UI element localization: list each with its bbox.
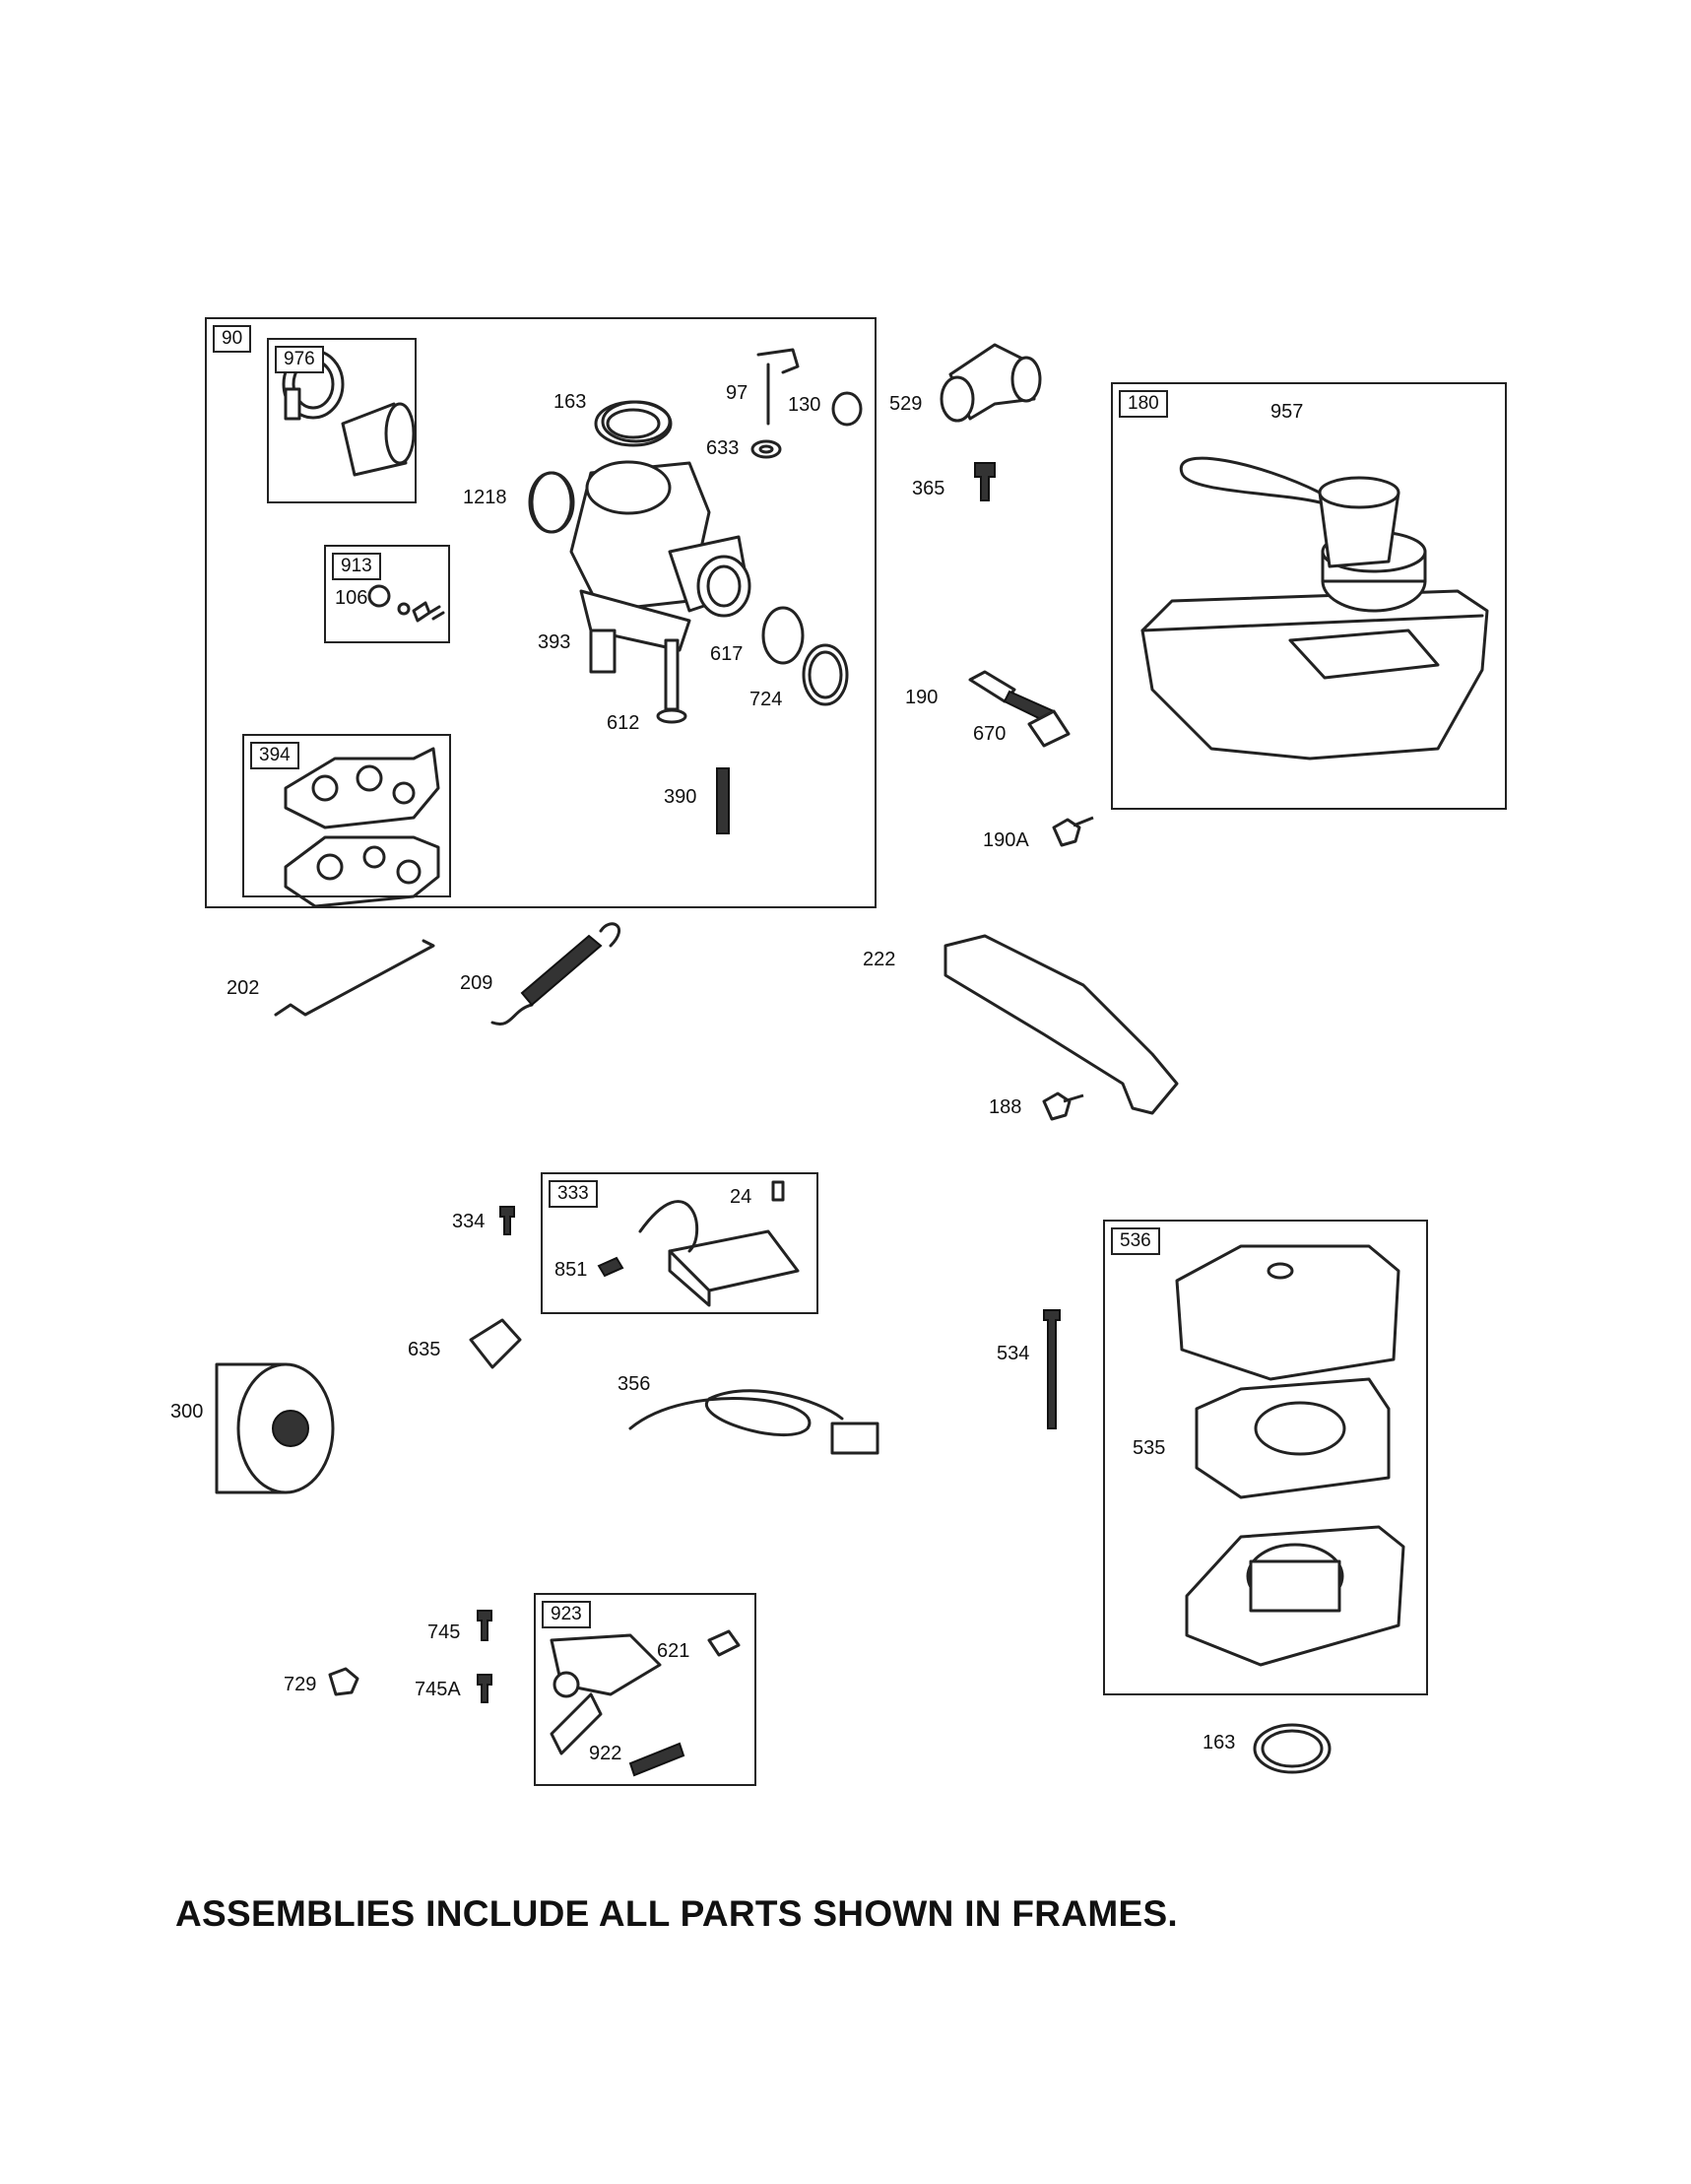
part-334-drawing: [499, 1206, 515, 1235]
frame-180: 180: [1111, 382, 1507, 810]
callout-745A: 745A: [415, 1679, 461, 1700]
callout-300: 300: [170, 1401, 204, 1423]
callout-190A: 190A: [983, 829, 1029, 851]
frame-tag-394: 394: [250, 742, 299, 769]
footer-note: ASSEMBLIES INCLUDE ALL PARTS SHOWN IN FR…: [175, 1893, 1179, 1934]
callout-393: 393: [538, 631, 571, 653]
frame-tag-180: 180: [1119, 390, 1168, 418]
callout-97: 97: [726, 382, 748, 404]
callout-188: 188: [989, 1096, 1022, 1118]
part-729-drawing: [328, 1667, 359, 1696]
part-222-drawing: [943, 934, 1179, 1115]
callout-529: 529: [889, 393, 923, 415]
callout-390: 390: [664, 786, 697, 808]
part-190-670-drawing: [968, 670, 1071, 748]
frame-90: 90: [205, 317, 877, 908]
frame-536: 536: [1103, 1220, 1428, 1695]
callout-163: 163: [553, 391, 587, 413]
part-394-drawing: [284, 747, 440, 908]
frame-tag-976: 976: [275, 346, 324, 373]
part-923-drawing: [550, 1629, 741, 1777]
frame-tag-913: 913: [332, 553, 381, 580]
carburetor-drawing: [528, 400, 849, 834]
part-356-drawing: [628, 1389, 879, 1455]
part-163-lower-drawing: [1253, 1723, 1332, 1774]
callout-130: 130: [788, 394, 821, 416]
callout-209: 209: [460, 972, 493, 994]
part-188-drawing: [1042, 1092, 1084, 1121]
callout-633: 633: [706, 437, 740, 459]
frame-tag-333: 333: [549, 1180, 598, 1208]
callout-534: 534: [997, 1343, 1030, 1364]
part-190A-drawing: [1052, 816, 1094, 847]
callout-1218: 1218: [463, 487, 507, 508]
part-180-drawing: [1140, 456, 1489, 761]
callout-163-lower: 163: [1203, 1732, 1236, 1754]
callout-202: 202: [227, 977, 260, 999]
callout-621: 621: [657, 1640, 690, 1662]
callout-106: 106: [335, 587, 368, 609]
callout-724: 724: [749, 689, 783, 710]
callout-670: 670: [973, 723, 1007, 745]
callout-922: 922: [589, 1743, 622, 1764]
callout-635: 635: [408, 1339, 441, 1360]
part-913-drawing: [367, 584, 445, 623]
callout-535: 535: [1133, 1437, 1166, 1459]
frame-394: 394: [242, 734, 451, 897]
frame-tag-536: 536: [1111, 1227, 1160, 1255]
callout-745: 745: [427, 1621, 461, 1643]
part-97-130-633-drawing: [750, 348, 863, 459]
part-534-drawing: [1043, 1309, 1061, 1429]
part-745A-drawing: [477, 1674, 492, 1703]
part-365-drawing: [974, 462, 996, 501]
callout-222: 222: [863, 949, 896, 970]
callout-729: 729: [284, 1674, 317, 1695]
frame-tag-923: 923: [542, 1601, 591, 1628]
part-536-drawing: [1175, 1244, 1405, 1667]
part-333-drawing: [597, 1180, 800, 1307]
part-529-drawing: [940, 343, 1042, 423]
callout-612: 612: [607, 712, 640, 734]
frame-913: 913: [324, 545, 450, 643]
frame-923: 923: [534, 1593, 756, 1786]
callout-851: 851: [554, 1259, 588, 1281]
part-300-drawing: [215, 1362, 335, 1494]
frame-tag-90: 90: [213, 325, 252, 353]
part-745-drawing: [477, 1610, 492, 1641]
callout-190: 190: [905, 687, 939, 708]
part-202-drawing: [274, 939, 435, 1017]
callout-957: 957: [1270, 401, 1304, 423]
callout-356: 356: [618, 1373, 651, 1395]
callout-365: 365: [912, 478, 945, 499]
callout-24: 24: [730, 1186, 752, 1208]
part-635-drawing: [469, 1318, 522, 1369]
part-209-drawing: [490, 922, 621, 1026]
callout-334: 334: [452, 1211, 486, 1232]
frame-976: 976: [267, 338, 417, 503]
frame-333: 333: [541, 1172, 818, 1314]
callout-617: 617: [710, 643, 744, 665]
